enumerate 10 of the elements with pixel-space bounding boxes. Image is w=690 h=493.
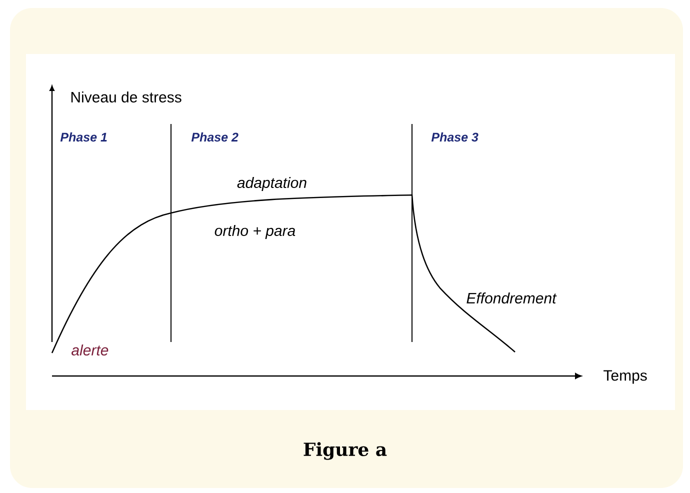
alert-label: alerte xyxy=(72,344,108,356)
phase-label: Phase 1 xyxy=(60,132,107,142)
curve-label: Effondrement xyxy=(466,292,557,304)
curve-label: adaptation xyxy=(237,177,306,191)
axis-label: Temps xyxy=(604,370,647,384)
figure-caption: Figure a xyxy=(304,442,387,460)
phase-label: Phase 3 xyxy=(431,132,478,142)
phase-label: Phase 2 xyxy=(191,132,238,142)
axis-label: Niveau de stress xyxy=(71,92,182,102)
curve-label: ortho + para xyxy=(214,225,296,239)
